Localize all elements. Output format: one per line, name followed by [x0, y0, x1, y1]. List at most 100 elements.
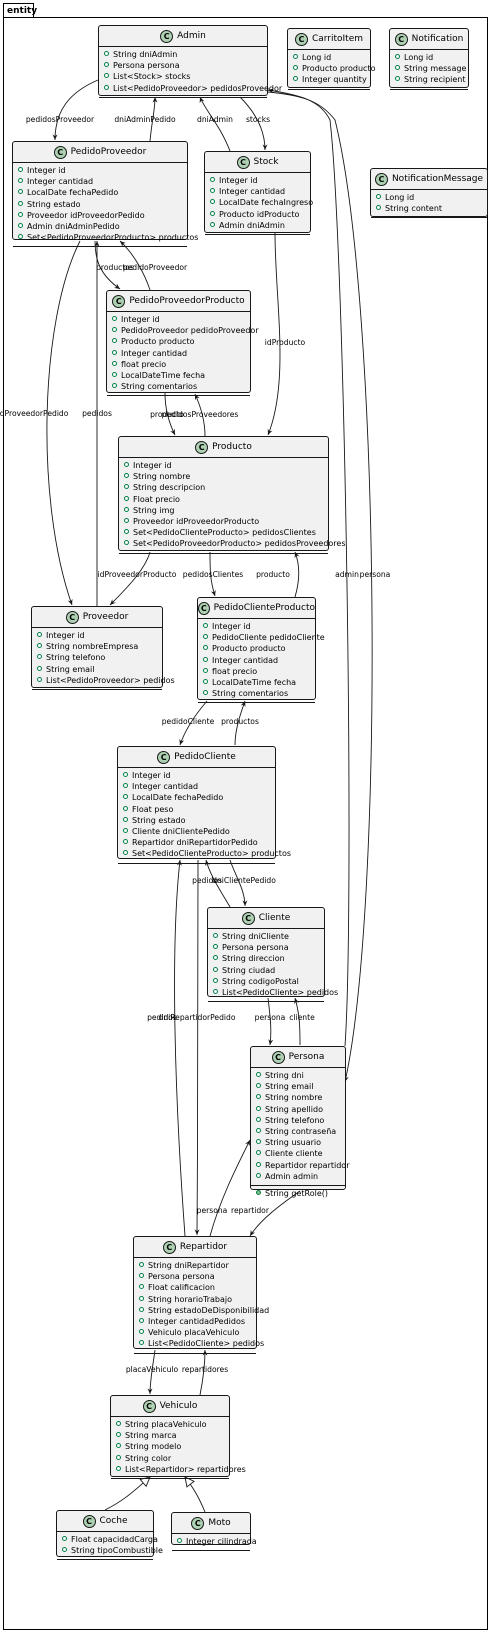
field-item: Integer cantidad [118, 781, 275, 792]
public-visibility-icon [112, 383, 117, 389]
public-visibility-icon [203, 690, 208, 696]
field-text: Integer cantidad [121, 348, 188, 358]
association-producto-to-proveedor [109, 551, 151, 606]
field-item: String content [371, 203, 487, 214]
method-list [288, 88, 370, 100]
public-visibility-icon [18, 222, 23, 228]
field-text: Integer id [27, 166, 66, 175]
field-item: Producto producto [288, 63, 375, 74]
field-item: Long id [390, 52, 468, 63]
class-c-icon: C [241, 911, 255, 925]
field-text: Long id [385, 193, 415, 202]
field-text: Integer id [132, 771, 171, 780]
association-cliente-to-persona [267, 997, 274, 1046]
public-visibility-icon [203, 656, 208, 662]
field-item: Producto idProducto [205, 209, 310, 220]
field-text: Proveedor idProveedorProducto [133, 516, 260, 526]
field-list: Long id String content [371, 190, 487, 217]
method-list [32, 688, 162, 700]
public-visibility-icon [139, 1329, 144, 1335]
class-name: PedidoClienteProducto [213, 603, 315, 613]
field-text: String dniRepartidor [148, 1261, 229, 1270]
public-visibility-icon [18, 189, 23, 195]
field-text: String dniCliente [222, 932, 289, 941]
association-pedido-cliente-to-repartidor [194, 859, 200, 1236]
class-c-icon: C [191, 1516, 205, 1530]
field-item: String modelo [111, 1441, 229, 1452]
class-c-icon: C [271, 1050, 285, 1064]
field-text: String nombreEmpresa [46, 642, 139, 652]
public-visibility-icon [123, 827, 128, 833]
field-item: String message [390, 63, 468, 74]
field-text: Integer cantidadPedidos [148, 1316, 246, 1326]
field-item: List<PedidoProveedor> pedidos [32, 675, 175, 686]
public-visibility-icon [104, 51, 109, 56]
association-repartidor-to-vehiculo [147, 1349, 156, 1395]
public-visibility-icon [116, 1432, 121, 1438]
field-text: String dniAdmin [113, 50, 178, 59]
class-name: Persona [288, 1052, 325, 1062]
public-visibility-icon [123, 794, 128, 800]
field-item: Integer id [205, 175, 310, 186]
association-admin-to-stock [239, 96, 268, 151]
class-name: Admin [177, 31, 206, 41]
public-visibility-icon [112, 338, 117, 344]
relation-label: pedidosClientes [183, 570, 244, 579]
field-text: String comentarios [121, 382, 198, 392]
class-c-icon: C [157, 750, 171, 764]
field-item: String horarioTrabajo [134, 1294, 256, 1305]
field-text: Float precio [133, 494, 180, 504]
public-visibility-icon [124, 540, 129, 546]
field-item: LocalDate fechaPedido [13, 187, 187, 198]
method-list [134, 1352, 256, 1364]
public-visibility-icon [256, 1127, 261, 1133]
field-text: Producto producto [212, 644, 286, 654]
public-visibility-icon [124, 517, 129, 523]
public-visibility-icon [112, 349, 117, 355]
field-item: String ciudad [208, 965, 324, 976]
relation-label: dniClientePedido [212, 876, 276, 885]
field-item: String email [32, 664, 162, 675]
relation-label: dniAdmin [197, 115, 233, 124]
association-pedido-cliente-to-pedido-cliente-producto [234, 700, 246, 746]
relation-label: cliente [289, 1013, 315, 1022]
field-item: String color [111, 1453, 229, 1464]
public-visibility-icon [210, 221, 215, 227]
public-visibility-icon [37, 676, 42, 682]
method-list: String getRole() [251, 1184, 345, 1201]
public-visibility-icon [203, 667, 208, 673]
class-c-icon: C [374, 172, 388, 186]
relation-label: dniRepartidorPedido [159, 1013, 236, 1022]
class-name: Cliente [258, 913, 291, 923]
field-text: String estado [132, 815, 186, 825]
public-visibility-icon [177, 1538, 182, 1543]
association-producto-to-pedido-cliente-producto [209, 551, 216, 597]
class-name: PedidoProveedor [70, 147, 147, 157]
field-text: String codigoPostal [222, 976, 299, 986]
field-text: String comentarios [212, 689, 289, 699]
association-producto-to-pedido-proveedor-producto [194, 393, 206, 437]
field-text: LocalDateTime fecha [212, 677, 297, 687]
field-item: String tipoCombustible [57, 1545, 163, 1556]
field-text: String content [385, 204, 443, 214]
field-item: Integer cantidad [198, 655, 315, 666]
relation-label: pedidos [147, 1013, 177, 1022]
field-item: String usuario [251, 1137, 345, 1148]
field-item: String nombre [251, 1092, 345, 1103]
field-item: Repartidor repartidor [251, 1160, 349, 1171]
method-list [99, 96, 267, 108]
association-pedido-cliente-producto-to-pedido-cliente [179, 700, 208, 746]
method-list [107, 395, 250, 406]
method-list [208, 1001, 324, 1012]
